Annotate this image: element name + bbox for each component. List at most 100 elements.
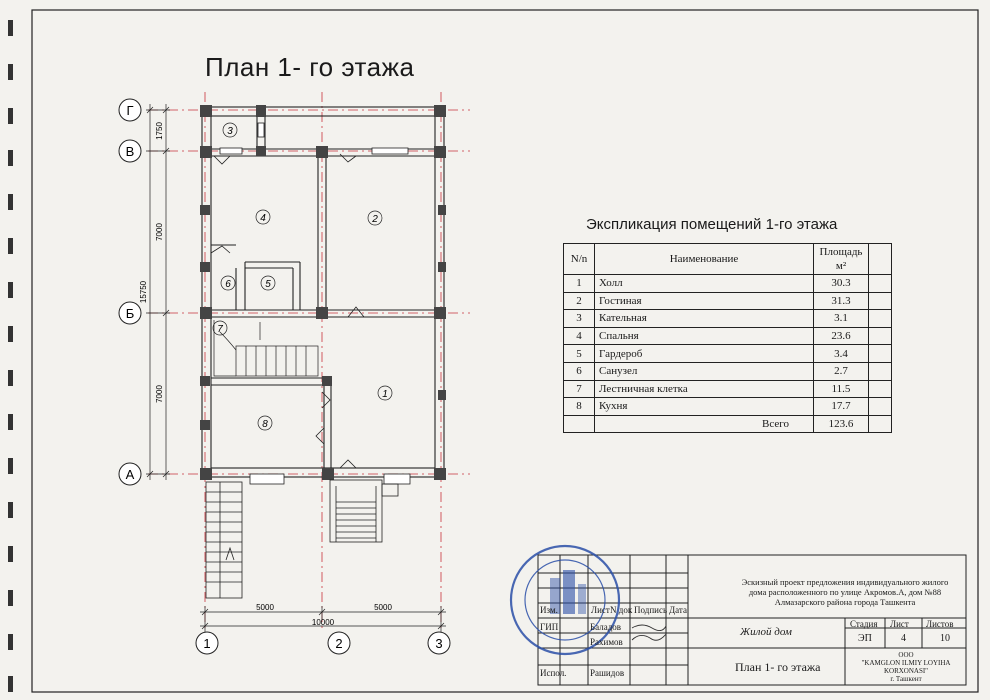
dim-7000-lower: 7000 xyxy=(155,385,164,403)
axis-bubble-row-g: Г xyxy=(118,98,142,122)
cell-num: 1 xyxy=(563,274,595,293)
axis-label-2: 2 xyxy=(335,636,342,651)
svg-text:1: 1 xyxy=(382,389,388,400)
cell-num: 4 xyxy=(563,326,595,346)
cell-num: 5 xyxy=(563,344,595,363)
dim-7000-upper: 7000 xyxy=(155,223,164,241)
cell-area: 3.4 xyxy=(813,344,869,363)
col-podpis: Подпись xyxy=(634,605,668,615)
signatures xyxy=(631,624,667,641)
cell-num: 3 xyxy=(563,309,595,328)
header-area: Площадь м² xyxy=(813,243,869,275)
col-ndok: N док xyxy=(610,605,633,615)
list-value: 4 xyxy=(901,633,906,644)
axis-bubble-col-2: 2 xyxy=(327,631,351,655)
dim-1750: 1750 xyxy=(155,122,164,140)
cell-name: Спальня xyxy=(594,326,814,346)
cell-num: 8 xyxy=(563,397,595,416)
gip-name: Баладов xyxy=(590,622,622,632)
project-description: Эскизный проект предложения индивидуальн… xyxy=(741,577,949,607)
axis-bubble-col-3: 3 xyxy=(427,631,451,655)
axis-bubble-row-a: А xyxy=(118,462,142,486)
cell-num: 2 xyxy=(563,291,595,311)
axis-label-a: А xyxy=(126,467,135,482)
axis-label-g: Г xyxy=(126,103,133,118)
dim-10000: 10000 xyxy=(312,618,335,627)
room-number-8: 8 xyxy=(257,415,273,431)
gip-label: ГИП xyxy=(540,622,559,632)
svg-text:4: 4 xyxy=(260,213,266,224)
room-number-5: 5 xyxy=(260,275,276,291)
cell-num: 7 xyxy=(563,379,595,399)
cell-name: Лестничная клетка xyxy=(594,379,814,399)
svg-text:3: 3 xyxy=(227,126,233,137)
dim-5000-right: 5000 xyxy=(374,603,392,612)
explication-title: Экспликация помещений 1-го этажа xyxy=(586,216,838,233)
inner-stair xyxy=(213,320,319,377)
svg-text:6: 6 xyxy=(225,279,231,290)
cell-name: Кательная xyxy=(594,309,814,328)
svg-text:7: 7 xyxy=(217,324,223,335)
svg-text:8: 8 xyxy=(262,419,268,430)
company-stamp xyxy=(509,544,621,656)
drawing-name: План 1- го этажа xyxy=(735,660,821,674)
prov-name: Рахимов xyxy=(590,637,623,647)
axis-lines xyxy=(148,92,470,630)
dim-15750: 15750 xyxy=(139,280,148,303)
room-number-3: 3 xyxy=(222,122,238,138)
room-number-1: 1 xyxy=(377,385,393,401)
cell-area: 3.1 xyxy=(813,309,869,328)
stadiya-value: ЭП xyxy=(858,633,872,644)
cell-area: 31.3 xyxy=(813,291,869,311)
windows xyxy=(219,122,411,485)
stadiya-label: Стадия xyxy=(850,619,878,629)
organization: ООО "KAMGLON ILMIY LOYIHA KORXONASI" г. … xyxy=(861,651,951,683)
cell-name: Холл xyxy=(594,274,814,293)
cell-name: Гостиная xyxy=(594,291,814,311)
ispol-name: Рашидов xyxy=(590,668,625,678)
room-number-4: 4 xyxy=(255,209,271,225)
total-label: Всего xyxy=(594,414,814,434)
axis-label-v: В xyxy=(126,144,135,159)
cell-name: Санузел xyxy=(594,361,814,381)
binding-marks xyxy=(8,20,13,692)
col-list: Лист xyxy=(591,605,610,615)
columns xyxy=(200,105,446,480)
header-num: N/n xyxy=(563,243,595,275)
cell-name: Гардероб xyxy=(594,344,814,363)
axis-label-b: Б xyxy=(126,306,135,321)
dim-5000-left: 5000 xyxy=(256,603,274,612)
outer-stair-left xyxy=(205,481,243,599)
svg-text:5: 5 xyxy=(265,279,271,290)
cell-name: Кухня xyxy=(594,397,814,416)
walls xyxy=(201,106,445,478)
listov-label: Листов xyxy=(926,619,954,629)
object-name: Жилой дом xyxy=(740,626,792,638)
cell-area: 17.7 xyxy=(813,397,869,416)
left-dimension-lines xyxy=(146,104,170,480)
cell-num: 6 xyxy=(563,361,595,381)
header-name: Наименование xyxy=(594,243,814,275)
room-number-6: 6 xyxy=(220,275,236,291)
header-blank xyxy=(868,243,892,275)
ispol-label: Испол. xyxy=(540,668,567,678)
outer-stair-entrance xyxy=(329,479,399,543)
sheet-frame xyxy=(31,9,979,693)
doors xyxy=(210,153,365,469)
axis-bubble-row-v: В xyxy=(118,139,142,163)
list-label: Лист xyxy=(890,619,909,629)
room-number-7: 7 xyxy=(212,320,228,336)
axis-bubble-col-1: 1 xyxy=(195,631,219,655)
listov-value: 10 xyxy=(940,633,950,644)
title-block-lines xyxy=(537,554,967,686)
